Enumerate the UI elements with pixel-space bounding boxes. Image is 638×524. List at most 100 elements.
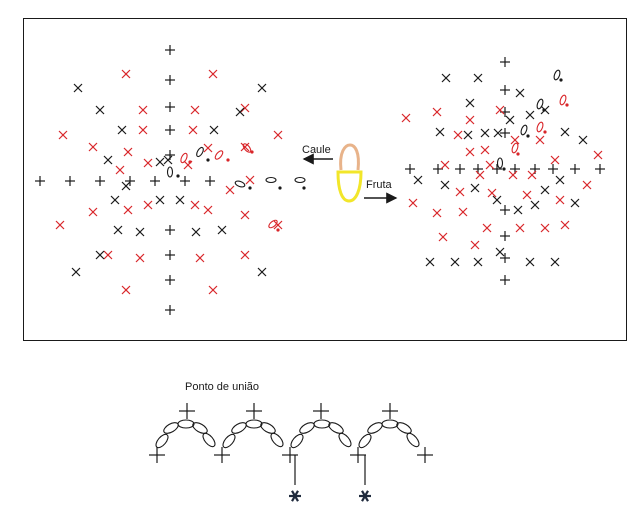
chain-oval-symbol xyxy=(511,142,519,154)
stem-loop-icon xyxy=(339,143,360,171)
fasten-asterisk-symbol xyxy=(289,490,301,502)
increase-x-symbol xyxy=(273,130,283,140)
increase-x-symbol xyxy=(88,142,98,152)
increase-x-symbol xyxy=(123,205,133,215)
slip-stitch-dot-symbol xyxy=(502,167,506,171)
increase-x-symbol xyxy=(530,200,540,210)
increase-x-symbol xyxy=(245,175,255,185)
increase-x-symbol xyxy=(495,247,505,257)
increase-x-symbol xyxy=(550,257,560,267)
increase-x-symbol xyxy=(240,103,250,113)
slip-stitch-dot-symbol xyxy=(250,150,254,154)
slip-stitch-dot-symbol xyxy=(278,186,282,190)
chain-oval-symbol xyxy=(294,176,306,184)
increase-x-symbol xyxy=(95,250,105,260)
chain-oval-symbol xyxy=(155,433,169,449)
increase-x-symbol xyxy=(475,170,485,180)
join-stitch-diagram xyxy=(149,403,433,502)
increase-x-symbol xyxy=(95,105,105,115)
increase-x-symbol xyxy=(535,135,545,145)
increase-x-symbol xyxy=(425,257,435,267)
increase-x-symbol xyxy=(203,205,213,215)
single-crochet-plus-symbol xyxy=(500,85,510,95)
increase-x-symbol xyxy=(470,240,480,250)
increase-x-symbol xyxy=(432,107,442,117)
increase-x-symbol xyxy=(440,180,450,190)
increase-x-symbol xyxy=(525,110,535,120)
chain-oval-symbol xyxy=(231,422,247,434)
single-crochet-plus-symbol xyxy=(595,164,605,174)
increase-x-symbol xyxy=(175,195,185,205)
increase-x-symbol xyxy=(480,128,490,138)
single-crochet-plus-symbol xyxy=(500,231,510,241)
slip-stitch-dot-symbol xyxy=(226,158,230,162)
increase-x-symbol xyxy=(155,157,165,167)
increase-x-symbol xyxy=(550,155,560,165)
increase-x-symbol xyxy=(438,232,448,242)
slip-stitch-dot-symbol xyxy=(565,103,569,107)
increase-x-symbol xyxy=(135,227,145,237)
slip-stitch-dot-symbol xyxy=(543,130,547,134)
fruit-label: Fruta xyxy=(366,179,393,191)
increase-x-symbol xyxy=(58,130,68,140)
single-crochet-plus-symbol xyxy=(95,176,105,186)
single-crochet-plus-symbol xyxy=(500,253,510,263)
single-crochet-plus-symbol xyxy=(165,75,175,85)
single-crochet-plus-symbol xyxy=(165,225,175,235)
stem-label: Caule xyxy=(302,144,331,156)
chain-oval-symbol xyxy=(559,94,567,106)
increase-x-symbol xyxy=(195,253,205,263)
slip-stitch-dot-symbol xyxy=(206,158,210,162)
increase-x-symbol xyxy=(432,208,442,218)
chain-oval-symbol xyxy=(214,150,224,160)
increase-x-symbol xyxy=(121,285,131,295)
increase-x-symbol xyxy=(450,257,460,267)
increase-x-symbol xyxy=(435,127,445,137)
single-crochet-plus-symbol xyxy=(417,447,433,463)
right-motif-chart xyxy=(401,57,605,285)
single-crochet-plus-symbol xyxy=(455,164,465,174)
chain-oval-symbol xyxy=(196,146,204,158)
crochet-chart-frame xyxy=(23,18,627,341)
slip-stitch-dot-symbol xyxy=(516,152,520,156)
chain-oval-symbol xyxy=(536,121,544,133)
chain-oval-symbol xyxy=(222,433,236,449)
increase-x-symbol xyxy=(560,127,570,137)
increase-x-symbol xyxy=(465,115,475,125)
increase-x-symbol xyxy=(138,125,148,135)
left-motif-chart xyxy=(35,45,306,315)
chain-oval-symbol xyxy=(202,432,216,448)
chain-oval-symbol xyxy=(265,176,277,184)
increase-x-symbol xyxy=(527,170,537,180)
chain-oval-symbol xyxy=(290,433,304,449)
single-crochet-plus-symbol xyxy=(165,275,175,285)
chain-oval-symbol xyxy=(520,124,528,136)
single-crochet-plus-symbol xyxy=(313,403,329,419)
chain-oval-symbol xyxy=(367,422,383,434)
increase-x-symbol xyxy=(240,210,250,220)
join-stitch-label: Ponto de união xyxy=(185,381,259,393)
increase-x-symbol xyxy=(117,125,127,135)
single-crochet-plus-symbol xyxy=(350,447,366,463)
slip-stitch-dot-symbol xyxy=(302,186,306,190)
single-crochet-plus-symbol xyxy=(180,176,190,186)
chain-oval-symbol xyxy=(166,166,174,178)
chain-oval-symbol xyxy=(299,422,315,434)
increase-x-symbol xyxy=(190,105,200,115)
increase-x-symbol xyxy=(525,257,535,267)
increase-x-symbol xyxy=(143,158,153,168)
single-crochet-plus-symbol xyxy=(205,176,215,186)
increase-x-symbol xyxy=(555,195,565,205)
single-crochet-plus-symbol xyxy=(165,125,175,135)
increase-x-symbol xyxy=(103,155,113,165)
increase-x-symbol xyxy=(493,128,503,138)
increase-x-symbol xyxy=(593,150,603,160)
chain-oval-symbol xyxy=(268,219,278,229)
chain-oval-symbol xyxy=(177,419,195,429)
increase-x-symbol xyxy=(113,225,123,235)
slip-stitch-dot-symbol xyxy=(542,108,546,112)
single-crochet-plus-symbol xyxy=(165,250,175,260)
increase-x-symbol xyxy=(470,183,480,193)
single-crochet-plus-symbol xyxy=(570,164,580,174)
